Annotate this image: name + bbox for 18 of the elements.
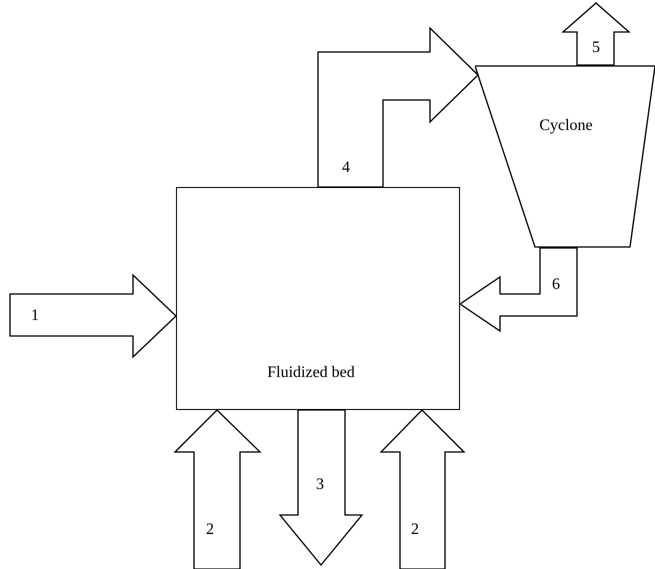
edge-label: 3	[316, 477, 324, 493]
edge-label: 2	[206, 522, 214, 538]
cyclone-shape	[475, 65, 655, 248]
block-arrow	[173, 409, 262, 569]
block-arrow	[278, 409, 364, 566]
node-label: Cyclone	[539, 118, 593, 134]
edge-label: 1	[31, 308, 39, 324]
edge-label: 4	[342, 160, 350, 176]
edge-label: 5	[592, 40, 600, 56]
block-arrow	[458, 247, 578, 332]
block-arrow	[317, 26, 479, 188]
node-label: Fluidized bed	[267, 365, 355, 381]
block-arrow	[561, 2, 631, 66]
edge-label: 6	[552, 277, 560, 293]
process-box	[176, 187, 460, 410]
block-arrow	[9, 273, 177, 359]
block-arrow	[379, 409, 466, 569]
edge-label: 2	[411, 522, 419, 538]
